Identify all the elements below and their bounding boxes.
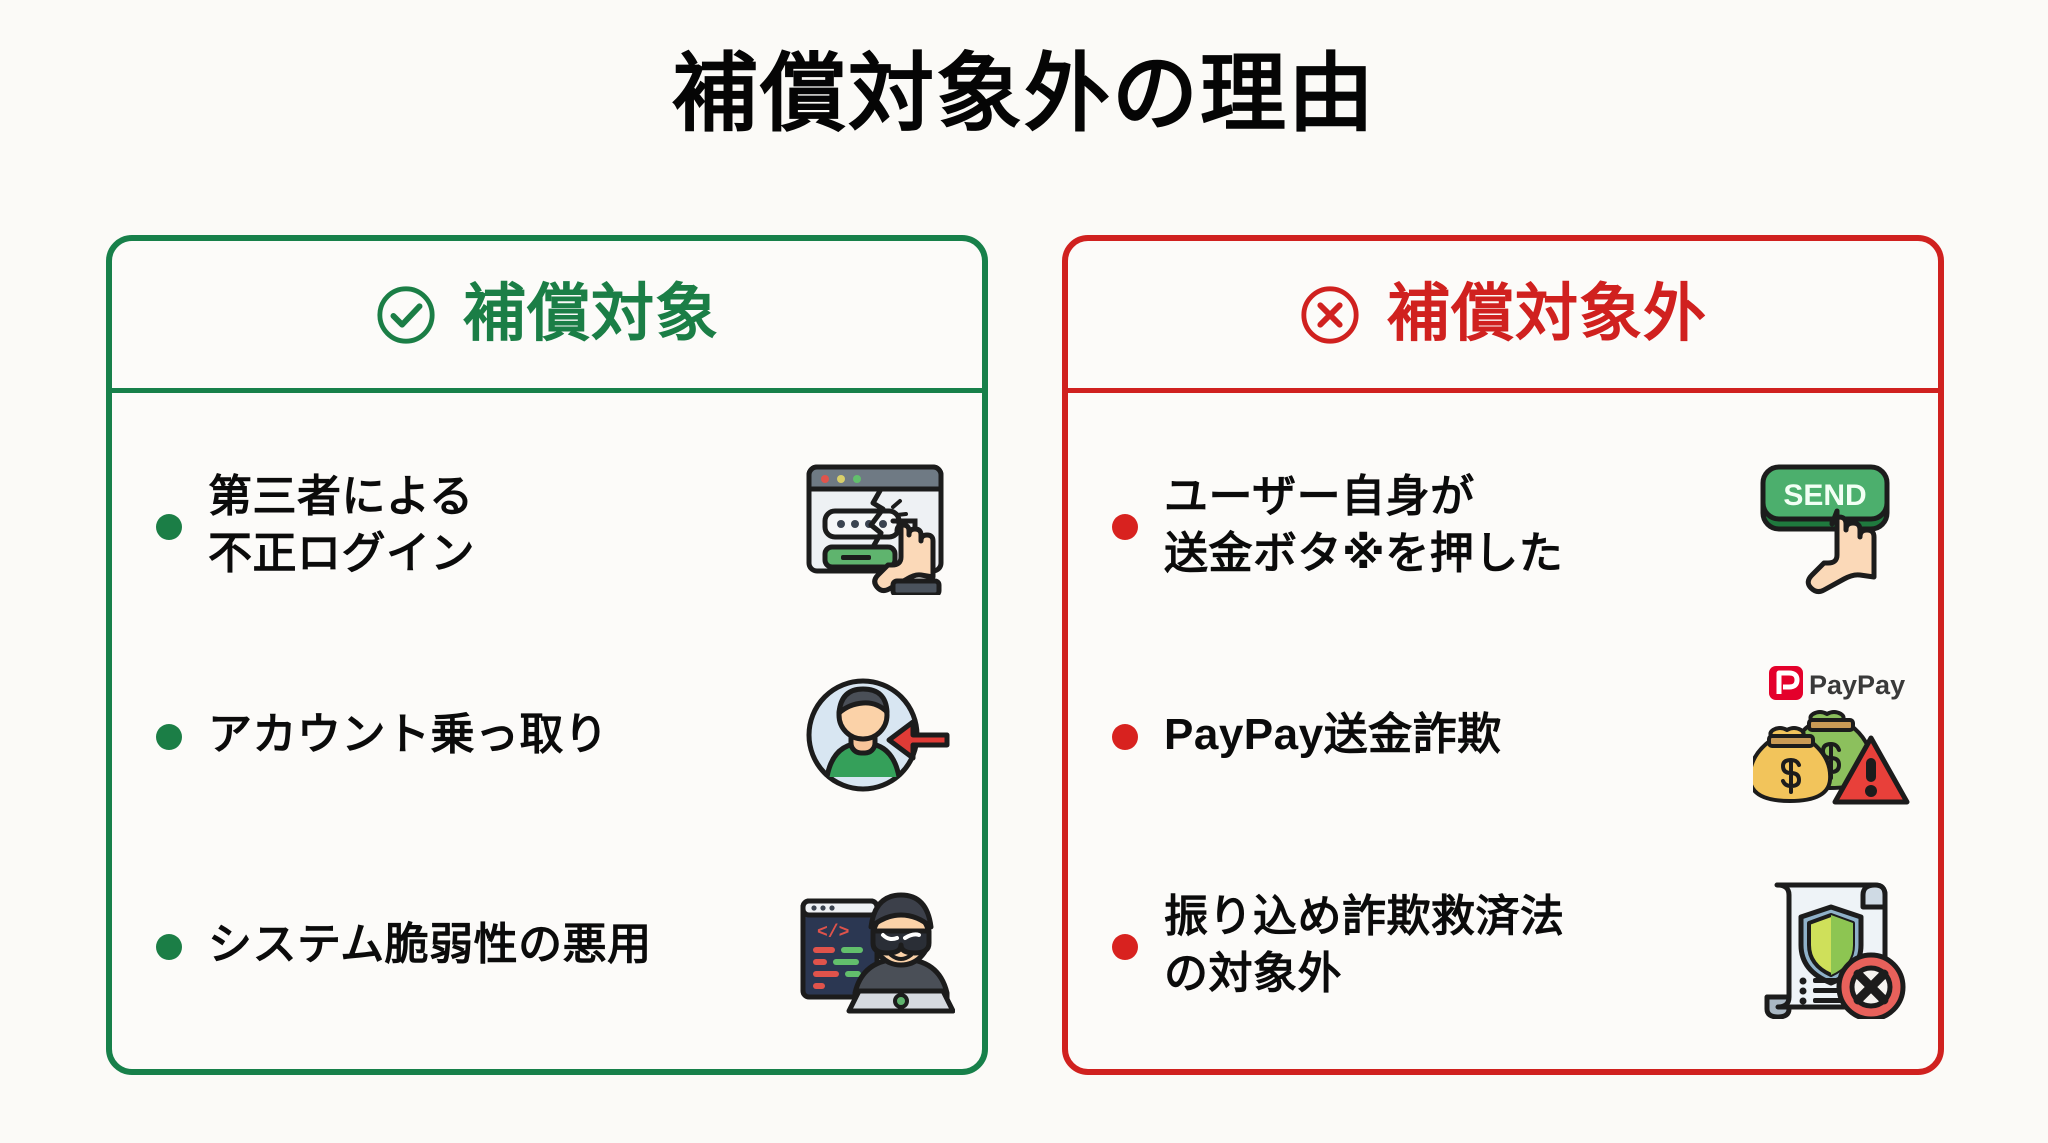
not-covered-list: ユーザー自身が 送金ボタ※を押した SEND PayPay送金詐欺 xyxy=(1068,393,1938,1031)
law-document-excluded-icon xyxy=(1748,870,1916,1020)
list-item-label: 振り込め詐欺救済法 の対象外 xyxy=(1164,891,1565,998)
not-covered-card-header: 補償対象外 xyxy=(1068,241,1938,393)
list-item-label: システム脆弱性の悪用 xyxy=(208,920,652,970)
list-item-label: アカウント乗っ取り xyxy=(208,710,609,760)
check-circle-icon xyxy=(375,284,437,346)
list-item: PayPay送金詐欺 PayPay xyxy=(1112,649,1916,821)
bullet-icon xyxy=(1112,514,1138,540)
send-button-press-icon: SEND xyxy=(1748,450,1916,600)
account-takeover-icon xyxy=(792,660,960,810)
page-title: 補償対象外の理由 xyxy=(672,46,1376,142)
covered-card-header: 補償対象 xyxy=(112,241,982,393)
list-item: 振り込め詐欺救済法 の対象外 xyxy=(1112,859,1916,1031)
list-item: アカウント乗っ取り xyxy=(156,649,960,821)
list-item: 第三者による 不正ログイン xyxy=(156,439,960,611)
hacker-laptop-icon: </> xyxy=(792,870,960,1020)
covered-card: 補償対象 第三者による 不正ログイン xyxy=(106,235,988,1075)
paypay-money-scam-icon: PayPay xyxy=(1748,660,1916,810)
bullet-icon xyxy=(156,934,182,960)
browser-password-hack-icon xyxy=(792,450,960,600)
not-covered-card: 補償対象外 ユーザー自身が 送金ボタ※を押した SEND xyxy=(1062,235,1944,1075)
send-button-text: SEND xyxy=(1783,479,1866,512)
not-covered-card-title: 補償対象外 xyxy=(1387,279,1707,349)
paypay-wordmark: PayPay xyxy=(1809,670,1905,700)
covered-card-title: 補償対象 xyxy=(463,279,719,349)
bullet-icon xyxy=(1112,934,1138,960)
bullet-icon xyxy=(156,724,182,750)
list-item: システム脆弱性の悪用 </> xyxy=(156,859,960,1031)
bullet-icon xyxy=(1112,724,1138,750)
list-item-label: PayPay送金詐欺 xyxy=(1164,710,1502,760)
list-item-label: 第三者による 不正ログイン xyxy=(208,471,475,578)
list-item: ユーザー自身が 送金ボタ※を押した SEND xyxy=(1112,439,1916,611)
x-circle-icon xyxy=(1299,284,1361,346)
svg-text:</>: </> xyxy=(817,923,849,943)
list-item-label: ユーザー自身が 送金ボタ※を押した xyxy=(1164,471,1564,578)
covered-list: 第三者による 不正ログイン xyxy=(112,393,982,1031)
bullet-icon xyxy=(156,514,182,540)
